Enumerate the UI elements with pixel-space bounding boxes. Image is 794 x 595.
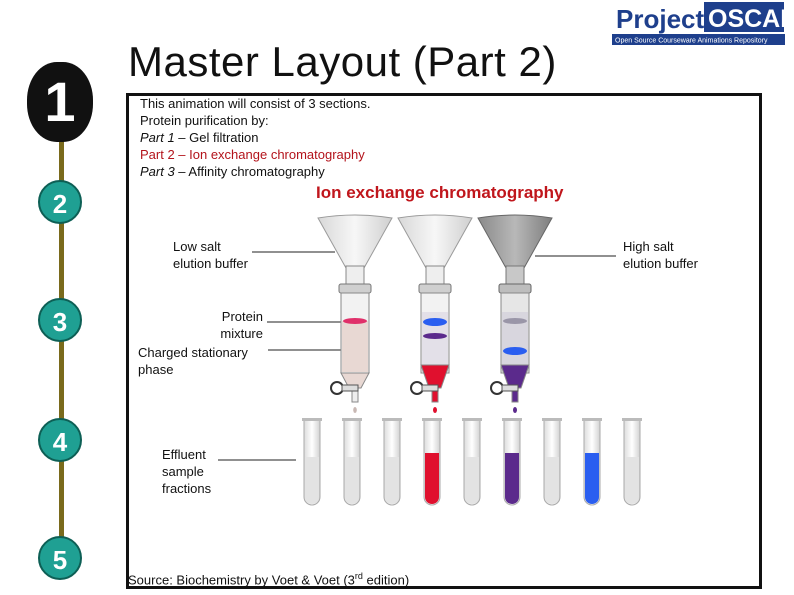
stopper-1: [338, 283, 372, 294]
source-prefix: Source: Biochemistry by Voet & Voet (3: [128, 572, 355, 588]
intro-part-3: Part 3 – Affinity chromatography: [140, 163, 370, 180]
diagram-subtitle: Ion exchange chromatography: [316, 183, 564, 202]
test-tube-5: [462, 418, 482, 506]
page-title: Master Layout (Part 2): [128, 38, 557, 85]
test-tube-7: [542, 418, 562, 506]
logo-tagline: Open Source Courseware Animations Reposi…: [615, 38, 768, 45]
column-3-blue-band: [503, 347, 527, 355]
step-3-marker[interactable]: 3: [38, 298, 82, 342]
logo-project-text: Project: [616, 4, 704, 34]
funnel-2: [397, 214, 473, 269]
step-2-marker[interactable]: 2: [38, 180, 82, 224]
test-tube-3: [382, 418, 402, 506]
stationary-line-1: Charged stationary: [138, 345, 248, 360]
test-tube-9: [622, 418, 642, 506]
logo-oscar-text: OSCAR: [708, 5, 785, 33]
stopper-2: [418, 283, 452, 294]
step-5-marker[interactable]: 5: [38, 536, 82, 580]
part-3-label: Part 3: [140, 164, 175, 179]
funnel-3: [477, 214, 553, 269]
column-2: [397, 214, 473, 403]
step-5-number: 5: [52, 545, 68, 575]
high-salt-line-1: High salt: [623, 239, 674, 254]
part-1-text: – Gel filtration: [174, 130, 259, 145]
intro-line-2: Protein purification by:: [140, 113, 269, 128]
protein-mixture-label: Protein mixture: [200, 308, 263, 342]
protein-line-2: mixture: [220, 326, 263, 341]
test-tubes: [302, 418, 642, 506]
effluent-label: Effluent sample fractions: [162, 446, 211, 497]
column-2-purple-band: [423, 333, 447, 339]
step-4-marker[interactable]: 4: [38, 418, 82, 462]
step-3-number: 3: [52, 307, 68, 337]
high-salt-label: High salt elution buffer: [623, 238, 698, 272]
part-1-label: Part 1: [140, 130, 175, 145]
column-1: [317, 214, 393, 403]
column-3-faint-band: [503, 318, 527, 324]
step-2-number: 2: [52, 189, 68, 219]
funnel-1-stem: [345, 265, 365, 285]
effluent-line-1: Effluent: [162, 447, 206, 462]
step-1-marker[interactable]: 1: [27, 62, 93, 142]
source-citation: Source: Biochemistry by Voet & Voet (3rd…: [128, 571, 409, 587]
test-tube-1: [302, 418, 322, 506]
source-suffix: edition): [362, 572, 410, 588]
stopcock-3: [490, 381, 504, 395]
column-1-taper: [340, 372, 370, 389]
stopcock-2: [410, 381, 424, 395]
funnel-1: [317, 214, 393, 269]
column-2-blue-band: [423, 318, 447, 326]
test-tube-2: [342, 418, 362, 506]
low-salt-line-2: elution buffer: [173, 256, 248, 271]
test-tube-4-red: [422, 418, 442, 506]
effluent-line-2: sample: [162, 464, 204, 479]
low-salt-line-1: Low salt: [173, 239, 221, 254]
intro-line-1: This animation will consist of 3 section…: [140, 96, 371, 111]
low-salt-label: Low salt elution buffer: [173, 238, 248, 272]
test-tube-6-purple: [502, 418, 522, 506]
high-salt-line-2: elution buffer: [623, 256, 698, 271]
column-2-red-outflow: [420, 364, 450, 389]
column-1-protein-band: [343, 318, 367, 324]
step-1-number: 1: [44, 70, 76, 133]
stationary-line-2: phase: [138, 362, 174, 377]
part-3-text: – Affinity chromatography: [174, 164, 325, 179]
column-3: [477, 214, 553, 403]
protein-line-1: Protein: [221, 309, 263, 324]
intro-part-2: Part 2 – Ion exchange chromatography: [140, 147, 365, 162]
effluent-line-3: fractions: [162, 481, 212, 496]
stopper-3: [498, 283, 532, 294]
column-3-purple-outflow: [500, 364, 530, 389]
intro-text: This animation will consist of 3 section…: [140, 95, 370, 180]
column-1-resin: [342, 321, 368, 372]
intro-part-1: Part 1 – Gel filtration: [140, 129, 370, 146]
stopcock-1: [330, 381, 344, 395]
step-4-number: 4: [52, 427, 68, 457]
source-superscript: rd: [354, 571, 363, 581]
project-oscar-logo: Project OSCAR Open Source Courseware Ani…: [612, 0, 785, 46]
test-tube-8-blue: [582, 418, 602, 506]
stationary-phase-label: Charged stationary phase: [138, 344, 248, 378]
